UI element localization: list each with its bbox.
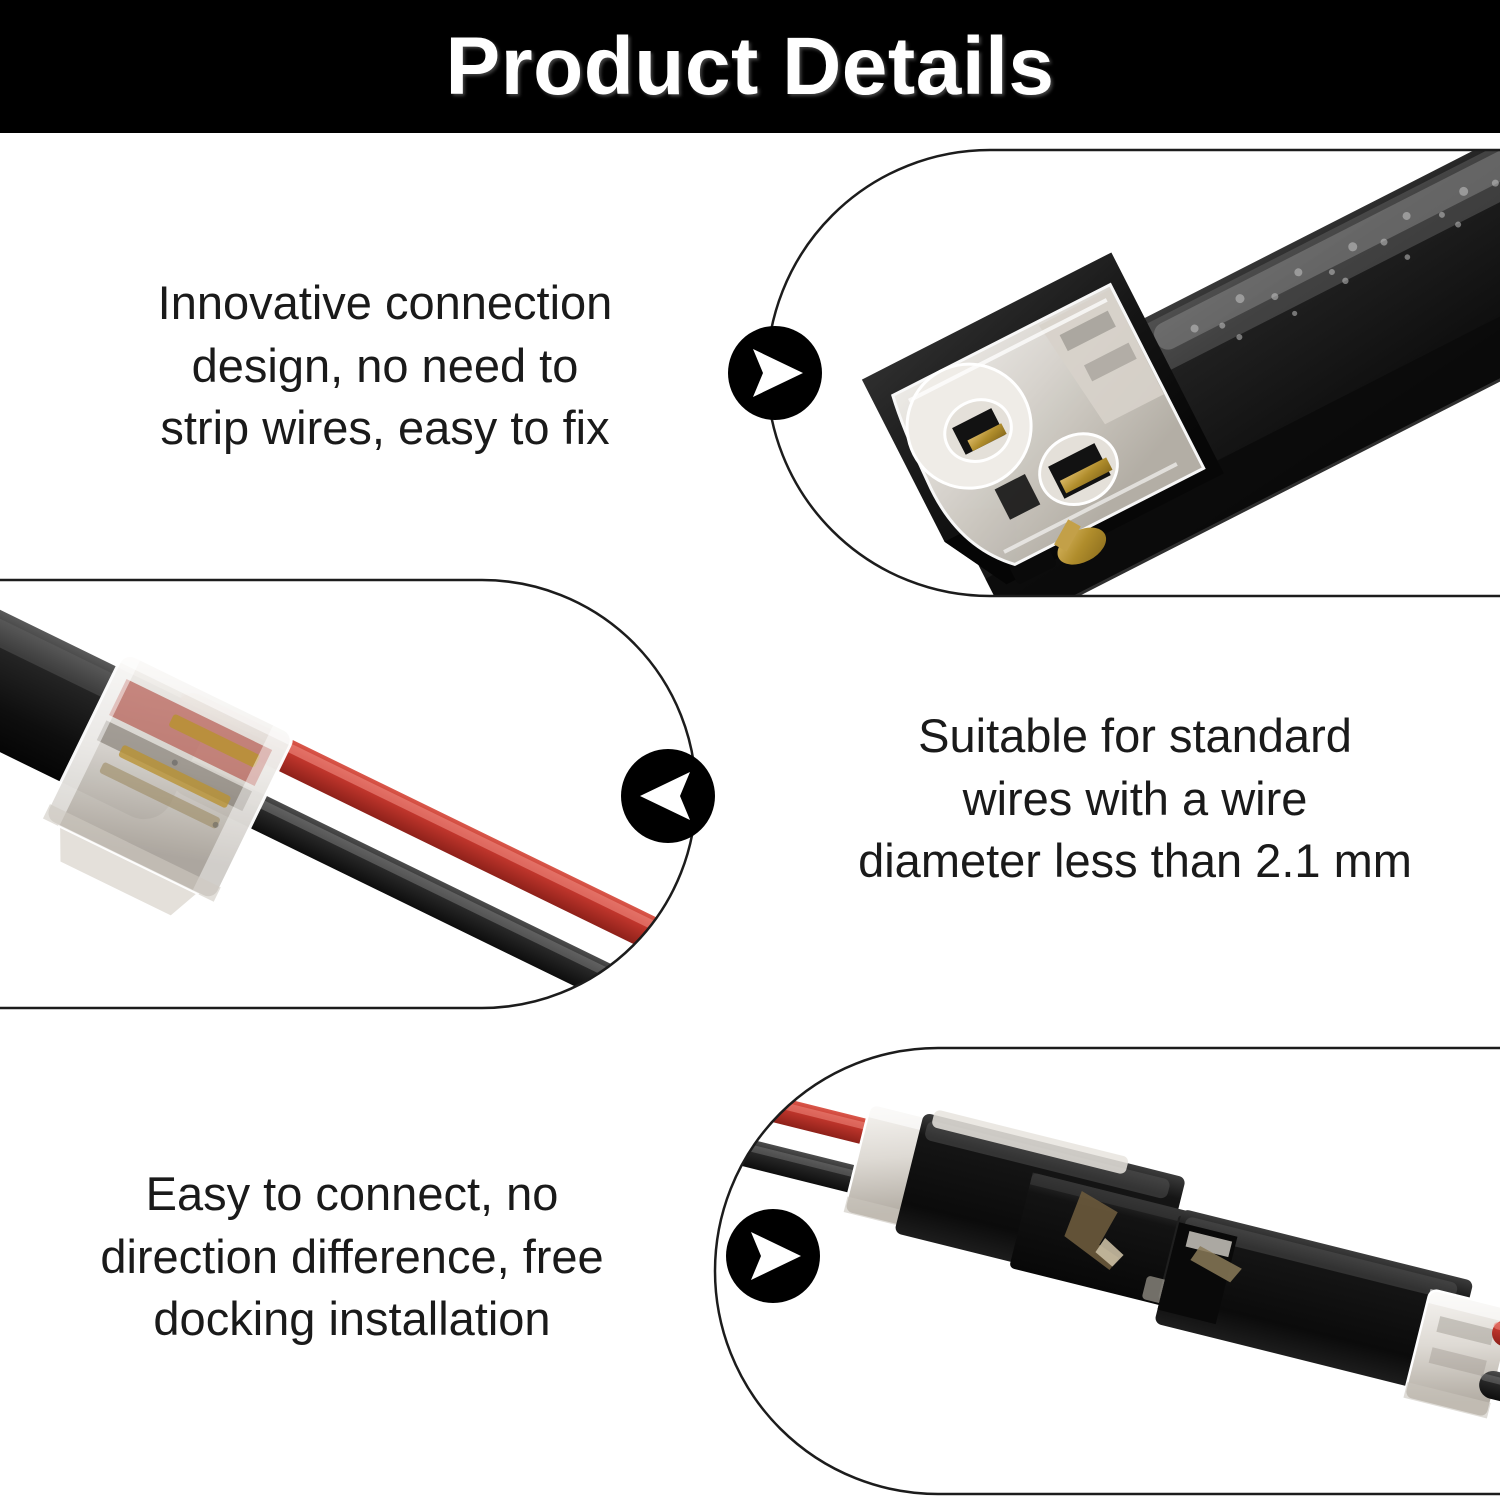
feature-image-panel-3 <box>712 1046 1500 1496</box>
play-left-arrow-icon <box>620 748 716 844</box>
feature-image-panel-2 <box>0 578 700 1010</box>
docking-connectors-illustration <box>713 1046 1500 1496</box>
page-title: Product Details <box>445 20 1055 112</box>
feature-description-3: Easy to connect, no direction difference… <box>100 1167 604 1345</box>
connector-closeup-illustration <box>765 148 1500 598</box>
feature-description-1: Innovative connection design, no need to… <box>157 276 613 454</box>
panel-outline <box>713 1046 1500 1496</box>
play-right-arrow-icon <box>727 325 823 421</box>
feature-description-2: Suitable for standard wires with a wire … <box>858 709 1412 887</box>
cable-connector-illustration <box>0 578 698 1010</box>
header-banner <box>0 0 1500 133</box>
feature-image-panel-1 <box>760 148 1500 598</box>
play-right-arrow-icon <box>725 1208 821 1304</box>
